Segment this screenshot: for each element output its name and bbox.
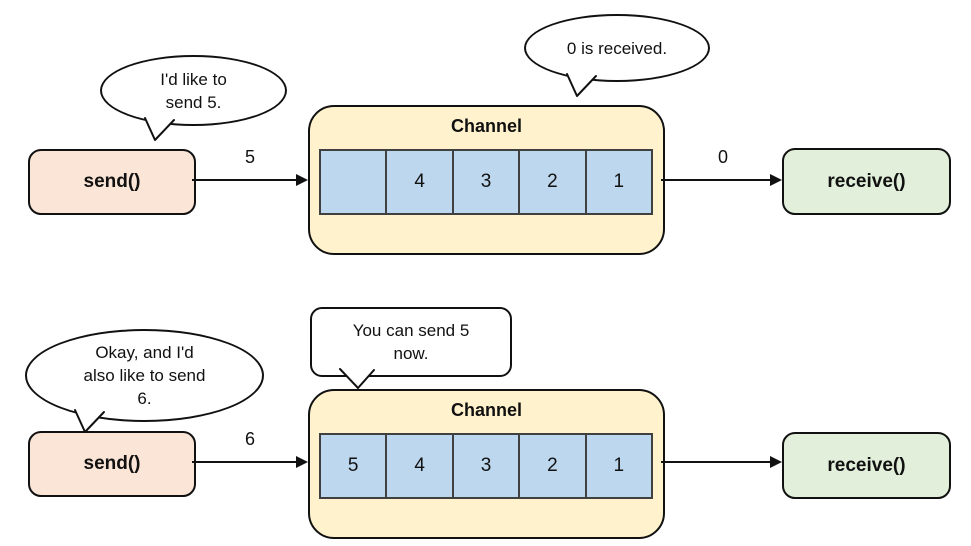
speech-bubble-received: 0 is received. — [524, 14, 710, 82]
receive-arrow — [661, 174, 782, 186]
send-arrow-label: 6 — [244, 429, 255, 449]
bubble-text-line: You can send 5 — [352, 321, 470, 340]
channel-buffer: 4 3 2 1 — [319, 149, 653, 215]
bubble-tail — [339, 368, 375, 389]
channel-cell: 3 — [451, 151, 519, 213]
send-node-label: send() — [83, 453, 141, 474]
send-node: send() — [28, 431, 196, 497]
channel-box: Channel 4 3 2 1 — [308, 105, 665, 255]
receive-node: receive() — [782, 148, 951, 215]
bubble-text-line: I'd like to — [160, 69, 227, 89]
channel-cell: 1 — [584, 151, 652, 213]
channel-cell: 2 — [518, 151, 585, 213]
speech-bubble-send-again: Okay, and I'd also like to send 6. — [25, 329, 264, 422]
channel-title: Channel — [450, 116, 522, 136]
channel-cell: 1 — [584, 435, 652, 497]
bubble-tail — [566, 73, 597, 97]
channel-title: Channel — [450, 400, 522, 420]
receive-arrow-label: 0 — [717, 147, 728, 167]
channel-cell: 4 — [385, 435, 452, 497]
send-node: send() — [28, 149, 196, 215]
receive-node-label: receive() — [827, 170, 906, 192]
send-arrow-label: 5 — [244, 147, 255, 167]
bubble-text-line: send 5. — [165, 92, 222, 112]
send-node-label: send() — [83, 171, 141, 192]
channel-cell — [321, 151, 386, 213]
bubble-text-line: 6. — [137, 389, 152, 408]
receive-node: receive() — [782, 432, 951, 499]
speech-bubble-can-send: You can send 5 now. — [310, 307, 512, 377]
channel-cell: 3 — [451, 435, 519, 497]
channel-cell: 4 — [385, 151, 452, 213]
receive-arrow — [661, 456, 782, 468]
bubble-tail — [74, 409, 105, 433]
channel-buffer: 5 4 3 2 1 — [319, 433, 653, 499]
channel-cell: 2 — [518, 435, 585, 497]
send-arrow — [192, 174, 308, 186]
receive-node-label: receive() — [827, 454, 906, 476]
bubble-text-line: also like to send — [83, 366, 206, 385]
bubble-text-line: 0 is received. — [566, 38, 668, 58]
channel-cell: 5 — [321, 435, 386, 497]
bubble-text-line: now. — [393, 344, 429, 363]
channel-box: Channel 5 4 3 2 1 — [308, 389, 665, 539]
bubble-text-line: Okay, and I'd — [95, 343, 194, 362]
send-arrow — [192, 456, 308, 468]
bubble-tail — [144, 117, 175, 141]
speech-bubble-send-request: I'd like to send 5. — [100, 55, 287, 126]
